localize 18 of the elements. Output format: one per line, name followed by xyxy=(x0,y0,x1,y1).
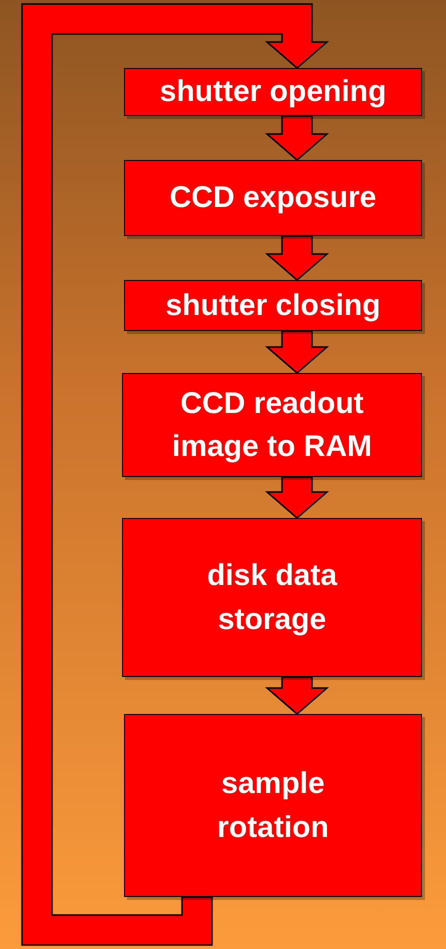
block-arrow xyxy=(264,115,330,161)
step-label: CCD exposure xyxy=(170,180,376,216)
process-box xyxy=(124,280,422,331)
block-arrow xyxy=(264,330,330,374)
block-arrow xyxy=(264,676,330,715)
process-box xyxy=(124,714,422,897)
step-label: sample rotation xyxy=(216,766,330,846)
step-label: CCD readout image to RAM xyxy=(170,386,373,465)
block-arrow xyxy=(264,235,330,281)
process-box xyxy=(122,518,422,677)
process-box xyxy=(122,373,422,477)
step-label: disk data storage xyxy=(206,558,338,638)
step-label: shutter opening xyxy=(160,74,386,110)
block-arrow xyxy=(21,3,330,946)
process-box xyxy=(124,68,422,116)
step-label: shutter closing xyxy=(165,288,381,324)
block-arrow xyxy=(264,476,330,519)
process-box xyxy=(124,160,422,236)
